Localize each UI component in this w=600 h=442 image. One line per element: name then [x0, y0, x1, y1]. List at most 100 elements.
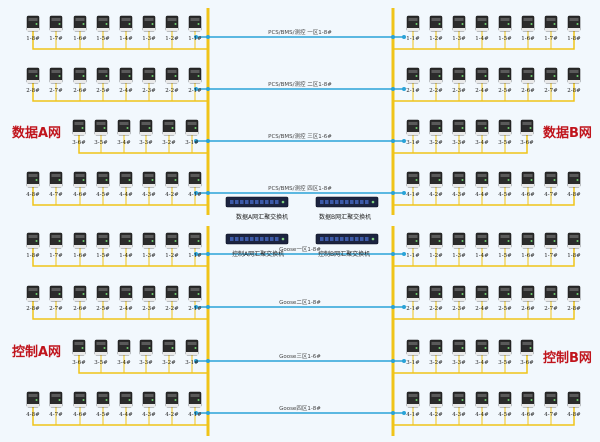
- device-label: 1-3#: [452, 253, 466, 259]
- device-label: 4-3#: [142, 192, 156, 198]
- device-icon: [119, 391, 133, 408]
- device-icon: [165, 391, 179, 408]
- row-link-label: Goose一区1-8#: [279, 246, 321, 253]
- device-label: 1-4#: [119, 253, 133, 259]
- device-panel: [121, 174, 131, 177]
- link-node: [391, 139, 395, 143]
- device-icon: [26, 232, 40, 249]
- device-led: [174, 293, 177, 295]
- device-label: 1-2#: [165, 36, 179, 42]
- device-panel: [546, 235, 556, 238]
- switch-port: [340, 237, 344, 241]
- device-led: [128, 179, 131, 181]
- device-label: 2-2#: [429, 306, 443, 312]
- device-base: [95, 352, 107, 355]
- device-led: [415, 75, 418, 77]
- link-node: [194, 359, 198, 363]
- device-label: 1-1#: [188, 36, 202, 42]
- device-label: 4-6#: [521, 192, 535, 198]
- device-label: 3-2#: [162, 360, 176, 366]
- device-base: [499, 298, 511, 301]
- device-label: 4-8#: [567, 192, 581, 198]
- device-panel: [500, 174, 510, 177]
- device-label: 4-3#: [452, 412, 466, 418]
- link-node: [391, 35, 395, 39]
- switch-port: [345, 237, 349, 241]
- device-icon: [26, 391, 40, 408]
- device-icon: [498, 15, 512, 32]
- device-base: [74, 298, 86, 301]
- device-led: [576, 23, 579, 25]
- device-icon: [119, 285, 133, 302]
- device-icon: [119, 67, 133, 84]
- zone-label-data-a: 数据A网: [12, 125, 61, 141]
- device-led: [415, 179, 418, 181]
- device-label: 3-2#: [162, 140, 176, 146]
- device-panel: [51, 18, 61, 21]
- device-label: 1-1#: [406, 253, 420, 259]
- device-label: 4-4#: [475, 192, 489, 198]
- device-base: [143, 184, 155, 187]
- device-led: [174, 179, 177, 181]
- device-panel: [164, 122, 174, 125]
- device-panel: [569, 70, 579, 73]
- device-label: 2-5#: [498, 306, 512, 312]
- device-base: [166, 298, 178, 301]
- device-label: 3-2#: [429, 140, 443, 146]
- device-led: [530, 179, 533, 181]
- device-icon: [429, 15, 443, 32]
- switch-port: [275, 237, 279, 241]
- device-label: 1-2#: [165, 253, 179, 259]
- device-label: 1-2#: [429, 36, 443, 42]
- device-icon: [521, 15, 535, 32]
- device-panel: [500, 122, 510, 125]
- device-led: [484, 23, 487, 25]
- device-led: [103, 127, 106, 129]
- device-base: [499, 184, 511, 187]
- device-icon: [73, 391, 87, 408]
- device-icon: [96, 232, 110, 249]
- device-icon: [119, 232, 133, 249]
- device-panel: [74, 122, 84, 125]
- device-panel: [51, 70, 61, 73]
- device-label: 1-7#: [544, 253, 558, 259]
- device-base: [453, 132, 465, 135]
- device-led: [148, 347, 151, 349]
- device-label: 4-5#: [96, 192, 110, 198]
- device-icon: [544, 67, 558, 84]
- device-led: [438, 399, 441, 401]
- device-base: [453, 298, 465, 301]
- zone-label-ctrl-b: 控制B网: [543, 350, 592, 366]
- device-led: [58, 293, 61, 295]
- device-label: 1-4#: [119, 36, 133, 42]
- device-icon: [142, 391, 156, 408]
- device-panel: [454, 70, 464, 73]
- link-node: [206, 191, 210, 195]
- device-label: 4-2#: [165, 412, 179, 418]
- device-label: 3-4#: [117, 140, 131, 146]
- device-icon: [521, 67, 535, 84]
- device-led: [35, 293, 38, 295]
- link-node: [206, 252, 210, 256]
- row-link-label: Goose三区1-6#: [279, 353, 321, 360]
- device-icon: [49, 171, 63, 188]
- device-icon: [498, 171, 512, 188]
- device-led: [35, 23, 38, 25]
- device-led: [81, 347, 84, 349]
- device-label: 1-8#: [567, 36, 581, 42]
- device-icon: [26, 67, 40, 84]
- device-led: [438, 75, 441, 77]
- device-base: [143, 245, 155, 248]
- device-panel: [96, 122, 106, 125]
- switch-port: [325, 237, 329, 241]
- switch-port: [265, 200, 269, 204]
- device-icon: [119, 15, 133, 32]
- device-base: [118, 352, 130, 355]
- device-panel: [144, 18, 154, 21]
- device-icon: [452, 119, 466, 136]
- device-base: [430, 404, 442, 407]
- device-panel: [454, 235, 464, 238]
- device-label: 2-2#: [165, 306, 179, 312]
- device-panel: [119, 122, 129, 125]
- device-icon: [165, 15, 179, 32]
